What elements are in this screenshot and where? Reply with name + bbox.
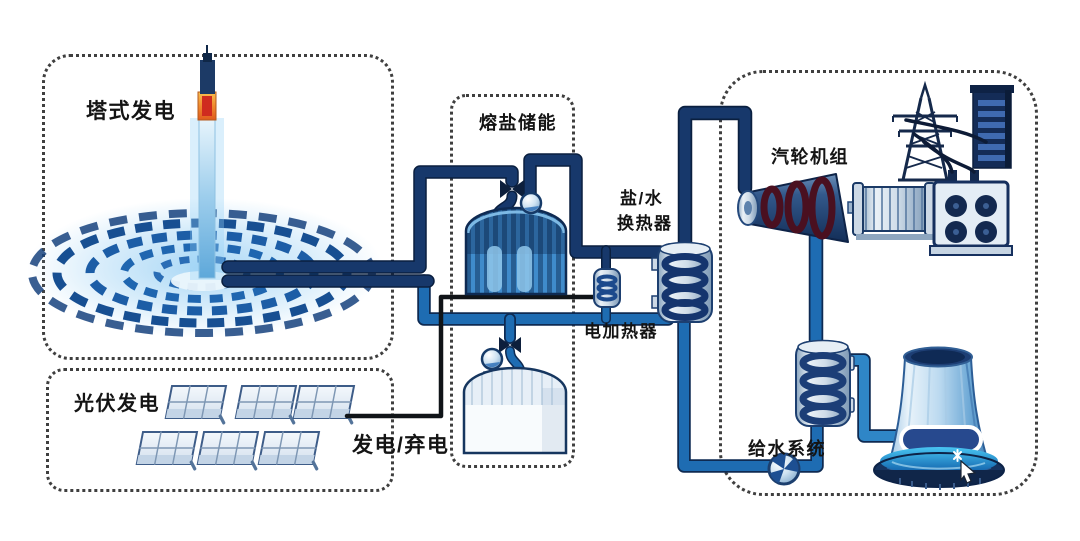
pv-panel	[292, 385, 356, 425]
electric-heater-vessel	[593, 268, 621, 308]
turbine-unit-label: 汽轮机组	[771, 147, 849, 167]
cold-salt-tank	[462, 366, 568, 455]
steam-pipe	[677, 105, 753, 250]
pv-panel	[196, 431, 260, 471]
hx-label-line2: 换热器	[617, 214, 673, 233]
cooling-water-pipe	[839, 353, 913, 443]
mouse-cursor-icon	[953, 449, 977, 484]
pv-output-label: 发电/弃电	[352, 434, 450, 457]
tower-box-label: 塔式发电	[86, 100, 176, 123]
feedwater-system-label: 给水系统	[748, 439, 826, 459]
steam-turbine	[737, 173, 859, 243]
hot-salt-pipe	[221, 153, 667, 288]
pv-generation-box	[46, 368, 394, 492]
pump-ball-icon	[519, 191, 543, 215]
power-block-box	[719, 70, 1038, 496]
pv-array	[135, 385, 356, 471]
molten-salt-storage-box	[450, 94, 575, 468]
transmission-tower-icon	[892, 80, 958, 182]
hx-label-line1: 盐/水	[620, 189, 664, 208]
transformer-cooler	[929, 170, 1013, 256]
pv-box-label: 光伏发电	[74, 393, 160, 415]
feedwater-pump-icon	[767, 452, 801, 486]
salt-box-label: 熔盐储能	[479, 113, 557, 133]
cooling-tower	[873, 346, 1005, 490]
solar-receiver-tower	[190, 45, 224, 280]
pv-panel	[234, 385, 298, 425]
generator	[852, 182, 936, 240]
grid-wires	[904, 118, 988, 174]
pv-panel	[135, 431, 199, 471]
pv-power-wire	[344, 294, 597, 419]
hot-salt-tank	[464, 206, 568, 296]
tower-generation-box	[42, 54, 394, 360]
feedwater-pipe	[677, 222, 824, 473]
valve-icon	[499, 337, 521, 353]
electric-heater-label: 电加热器	[584, 322, 658, 341]
valve-icon	[500, 180, 524, 198]
pump-ball-icon	[480, 347, 504, 371]
substation-building	[970, 85, 1014, 169]
pv-panel	[257, 431, 321, 471]
salt-water-heat-exchanger-vessel	[651, 241, 713, 323]
pv-panel	[164, 385, 228, 425]
feedwater-heater-vessel	[795, 339, 855, 427]
